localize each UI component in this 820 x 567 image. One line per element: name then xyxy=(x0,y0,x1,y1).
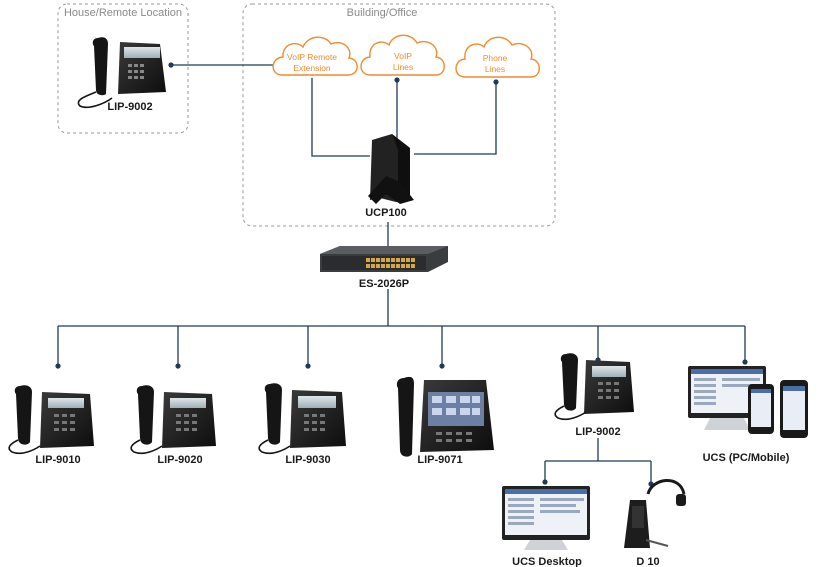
voip-remote-to-ucp-line xyxy=(311,78,370,157)
connection-dot xyxy=(305,363,311,369)
connection-lines xyxy=(57,64,746,484)
handset-icon xyxy=(560,353,578,411)
connection-dot xyxy=(493,79,499,85)
cloud-label-line2: Extension xyxy=(293,63,331,73)
connection-dot xyxy=(394,77,400,83)
contact-rows xyxy=(508,498,584,525)
monitor-stand xyxy=(704,418,750,430)
cord-icon xyxy=(554,405,587,421)
lip9010-label: LIP-9010 xyxy=(35,454,80,466)
keypad-icon xyxy=(304,414,325,431)
ucp100-server: UCP100 xyxy=(365,134,414,219)
cloud-shape xyxy=(360,34,445,76)
office-zone: Building/Office xyxy=(242,3,556,227)
lip9020-label: LIP-9020 xyxy=(157,454,202,466)
phone-titlebar xyxy=(783,386,805,391)
phone-screen xyxy=(783,386,805,430)
keypad-icon xyxy=(128,64,144,79)
connection-dot xyxy=(542,479,548,485)
office-zone-title: Building/Office xyxy=(347,7,418,19)
connection-dot xyxy=(439,363,445,369)
monitor-stand xyxy=(524,540,568,550)
connection-dot xyxy=(55,363,61,369)
cloud-label-line1: VoIP Remote xyxy=(287,52,337,62)
tablet-titlebar xyxy=(751,389,771,393)
lip9071-label: LIP-9071 xyxy=(417,454,462,466)
connection-dot xyxy=(742,359,748,365)
ucs-desktop-label: UCS Desktop xyxy=(512,556,582,567)
d10-headset: D 10 xyxy=(624,479,686,567)
remote-zone-title: House/Remote Location xyxy=(64,7,182,19)
cord-icon xyxy=(258,439,291,455)
es2026p-switch: ES-2026P xyxy=(320,246,448,290)
keypad-icon xyxy=(598,382,619,399)
lip9002-label: LIP-9002 xyxy=(575,426,620,438)
phone-screen xyxy=(170,398,206,408)
es2026p-label: ES-2026P xyxy=(359,278,409,290)
headband-icon xyxy=(646,479,686,495)
base-cradle xyxy=(632,506,644,528)
lip9010-phone: LIP-9010 xyxy=(8,385,94,466)
screen-tiles xyxy=(432,396,480,415)
connection-dot xyxy=(175,363,181,369)
connection-dots xyxy=(55,62,748,487)
voip-lines-cloud: VoIP Lines xyxy=(360,34,445,76)
remote-lip9002-phone: LIP-9002 xyxy=(77,37,166,113)
cloud-label-line1: VoIP xyxy=(394,51,412,61)
handset-icon xyxy=(136,385,154,445)
switch-ports xyxy=(366,258,415,268)
handset-icon xyxy=(396,376,414,457)
switch-top xyxy=(320,246,448,254)
server-side xyxy=(392,134,410,200)
window-titlebar xyxy=(505,489,587,494)
phone-lines-to-ucp-line xyxy=(414,82,497,155)
cloud-label-line2: Lines xyxy=(393,62,413,72)
phone-screen xyxy=(298,396,336,408)
keypad-icon xyxy=(436,432,472,442)
ucp100-label: UCP100 xyxy=(365,207,407,219)
contact-rows xyxy=(694,378,760,405)
keypad-icon xyxy=(54,414,75,431)
lip9030-label: LIP-9030 xyxy=(285,454,330,466)
mic-boom-icon xyxy=(645,539,669,547)
remote-location-zone: House/Remote Location xyxy=(57,3,189,134)
lip9071-phone: LIP-9071 xyxy=(396,376,494,466)
ucs-desktop: UCS Desktop xyxy=(502,486,590,567)
ucs-pc-mobile-label: UCS (PC/Mobile) xyxy=(703,452,790,464)
voip-remote-extension-cloud: VoIP Remote Extension xyxy=(272,36,358,76)
tablet-screen xyxy=(751,389,771,427)
headset-label: D 10 xyxy=(636,556,659,567)
handset-icon xyxy=(264,383,282,445)
lip9020-phone: LIP-9020 xyxy=(130,385,216,466)
lip9002-phone: LIP-9002 xyxy=(554,353,634,438)
cloud-label-line1: Phone xyxy=(483,53,508,63)
handset-icon xyxy=(14,385,32,445)
earpiece-icon xyxy=(676,494,686,506)
cord-icon xyxy=(130,439,163,455)
phone-screen xyxy=(48,398,84,408)
cord-icon xyxy=(8,439,41,455)
server-stand xyxy=(368,176,414,204)
connection-dot xyxy=(168,62,174,68)
window-titlebar xyxy=(691,369,763,374)
phone-lines-cloud: Phone Lines xyxy=(455,36,540,78)
phone-screen xyxy=(592,366,626,377)
cord-icon xyxy=(77,91,113,109)
cloud-shape xyxy=(455,36,540,78)
keypad-icon xyxy=(176,414,197,431)
cloud-label-line2: Lines xyxy=(485,64,505,74)
ucs-pc-mobile: UCS (PC/Mobile) xyxy=(688,366,808,464)
lip9030-phone: LIP-9030 xyxy=(258,383,346,466)
phone-screen xyxy=(124,47,160,58)
remote-phone-label: LIP-9002 xyxy=(107,101,152,113)
cloud-shape xyxy=(272,36,358,76)
handset-icon xyxy=(92,37,108,96)
